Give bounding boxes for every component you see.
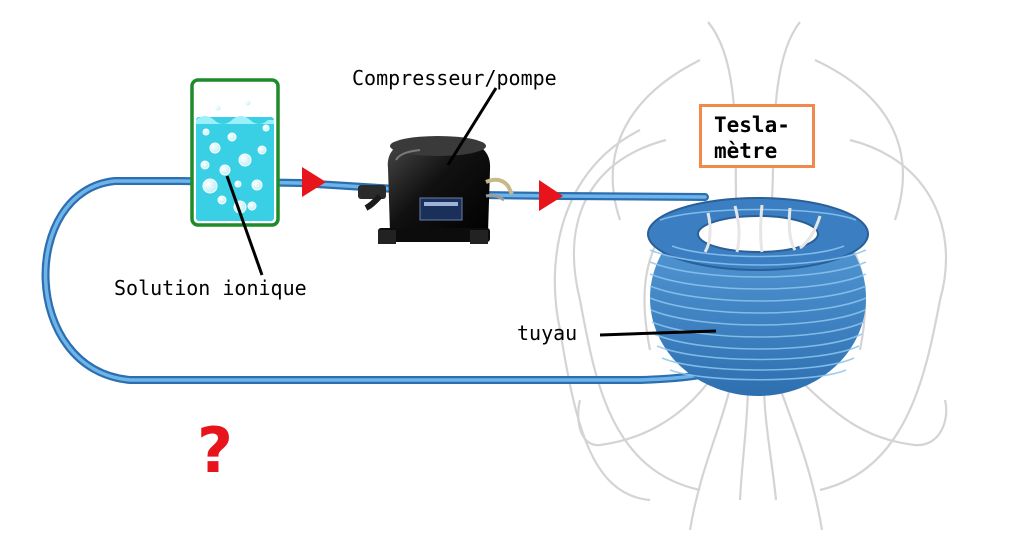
question-mark: ? (197, 414, 233, 487)
flow-arrow-1 (302, 167, 326, 197)
magnetic-field-lines (553, 21, 948, 531)
compressor-label: Compresseur/pompe (352, 66, 557, 90)
beaker-icon (190, 78, 280, 227)
hose-coil (647, 197, 869, 396)
pointer-lines (225, 87, 717, 337)
hose-label: tuyau (517, 321, 578, 345)
compressor-pointer (446, 87, 498, 166)
teslameter-label-line1: Tesla- (714, 113, 790, 137)
hose-pointer (599, 329, 717, 337)
flow-arrow-2 (539, 180, 563, 211)
teslameter-box: Tesla- mètre (699, 104, 815, 168)
teslameter-label-line2: mètre (714, 139, 778, 163)
solution-pointer (225, 175, 264, 276)
solution-label: Solution ionique (114, 276, 307, 300)
compressor-icon (358, 136, 514, 244)
